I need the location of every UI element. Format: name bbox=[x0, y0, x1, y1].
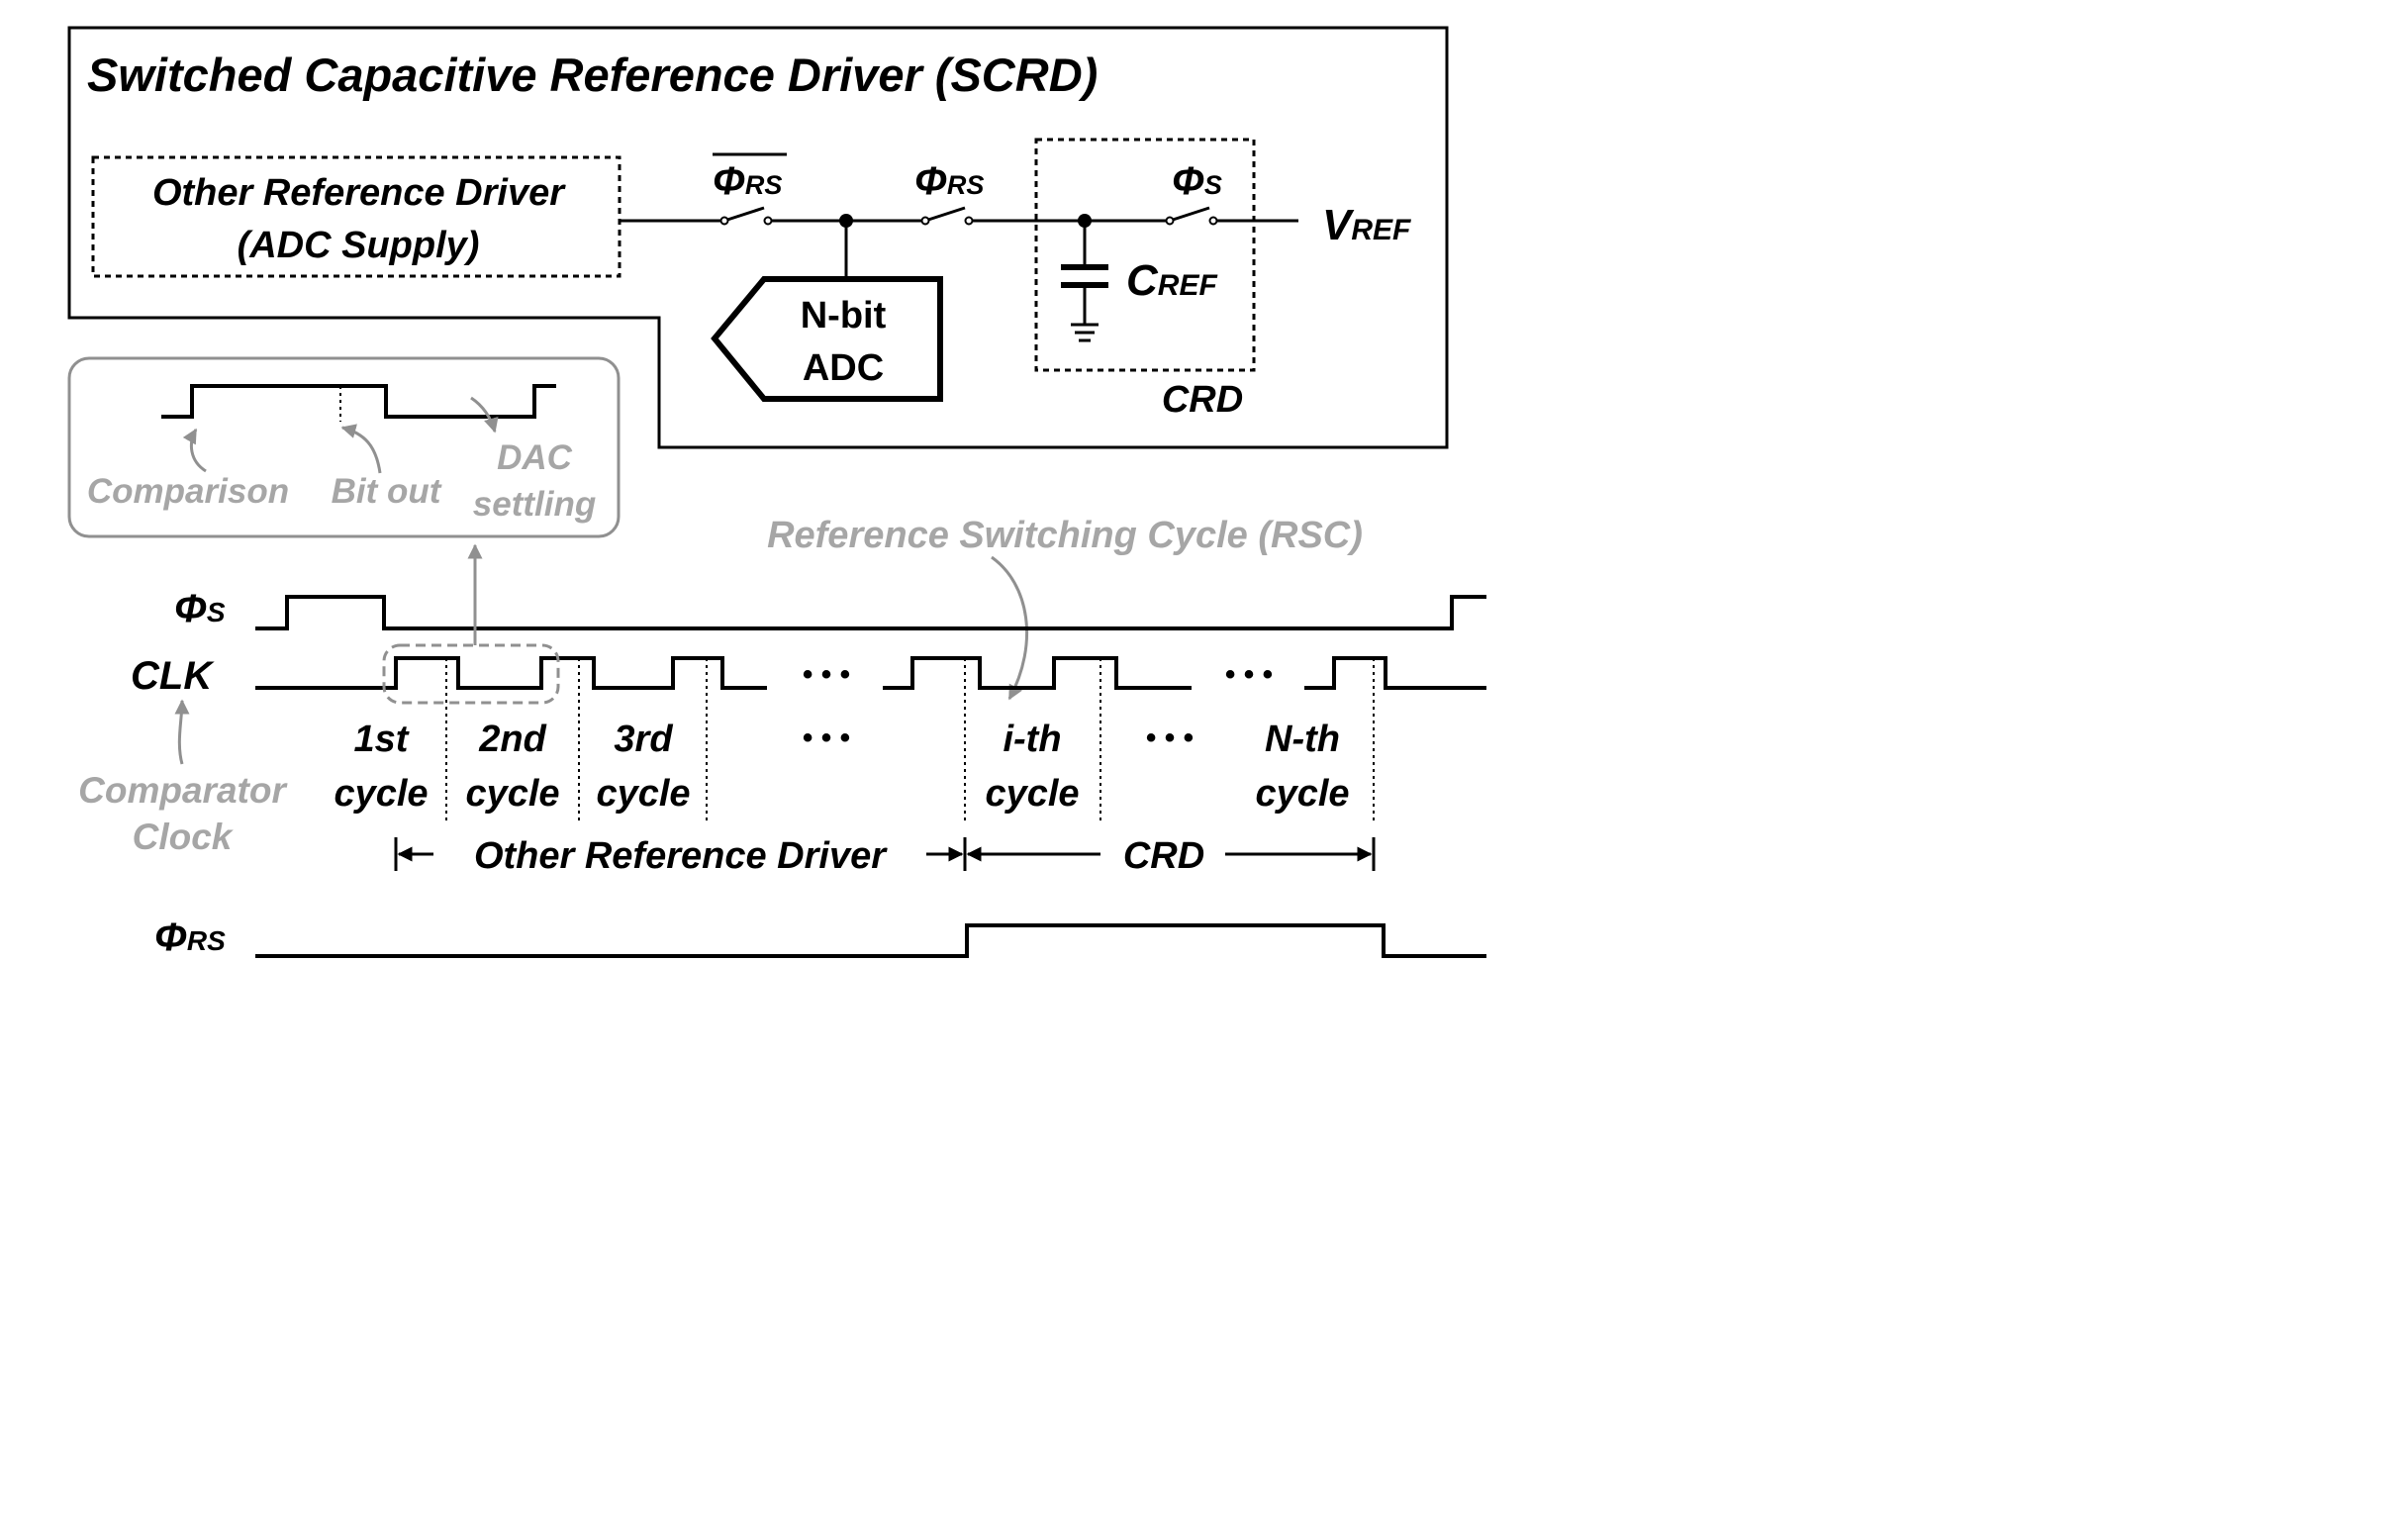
phi-s-signal-label: ΦS bbox=[174, 587, 226, 630]
crd-box bbox=[1034, 138, 1256, 372]
scrd-title: Switched Capacitive Reference Driver (SC… bbox=[87, 48, 1098, 101]
inset-waveform bbox=[161, 384, 556, 419]
cref-label: CREF bbox=[1126, 256, 1217, 305]
phi-rs-waveform bbox=[255, 923, 1486, 958]
adc-label-line1: N-bit bbox=[801, 295, 887, 337]
bit-out-arrow bbox=[340, 424, 382, 474]
cycle-label-bottom: cycle bbox=[596, 773, 690, 815]
dac-label: DAC bbox=[497, 438, 573, 477]
comparison-label: Comparison bbox=[87, 472, 289, 511]
switch-contact bbox=[920, 216, 930, 226]
cycle-label-bottom: cycle bbox=[985, 773, 1079, 815]
adc-label-line2: ADC bbox=[803, 347, 884, 389]
cycle-ellipsis: • • • bbox=[803, 722, 850, 754]
cycle-label-top: 3rd bbox=[614, 719, 673, 760]
switch-contact bbox=[1165, 216, 1175, 226]
clk-waveform bbox=[255, 656, 1486, 690]
clock-label: Clock bbox=[133, 817, 235, 857]
scrd-timing-diagram: Switched Capacitive Reference Driver (SC… bbox=[67, 26, 1486, 959]
highlight-cycle-box bbox=[382, 643, 560, 705]
cycle-label-top: N-th bbox=[1265, 719, 1340, 760]
cycle-label-top: 1st bbox=[354, 719, 410, 760]
crd-label: CRD bbox=[1162, 379, 1243, 421]
switch-contact bbox=[964, 216, 974, 226]
comparator-label: Comparator bbox=[78, 770, 288, 811]
cycle-phase-inset bbox=[67, 356, 621, 538]
comparison-arrow bbox=[182, 428, 207, 473]
rsc-label: Reference Switching Cycle (RSC) bbox=[767, 515, 1363, 556]
phi-rs-bar-label: ΦRS bbox=[713, 159, 782, 203]
switch-phi-rs bbox=[924, 206, 966, 223]
cycle-ellipsis: • • • bbox=[1146, 722, 1194, 754]
clk-ellipsis: • • • bbox=[1225, 658, 1273, 691]
switch-contact bbox=[1208, 216, 1218, 226]
cycle-label-top: i-th bbox=[1003, 719, 1061, 760]
adc-block bbox=[711, 276, 943, 402]
dac-settling-arrow bbox=[470, 396, 499, 433]
cycle-label-bottom: cycle bbox=[1255, 773, 1349, 815]
scrd-frame bbox=[67, 26, 1449, 449]
cycle-label-bottom: cycle bbox=[334, 773, 428, 815]
phi-rs-signal-label: ΦRS bbox=[154, 915, 226, 959]
cycle-label-bottom: cycle bbox=[465, 773, 559, 815]
switch-contact bbox=[763, 216, 773, 226]
other-driver-label: Other Reference Driver bbox=[152, 172, 566, 214]
rsc-arrow bbox=[991, 555, 1028, 701]
phi-rs-label: ΦRS bbox=[914, 159, 984, 203]
other-reference-driver-box bbox=[91, 155, 621, 278]
clk-ellipsis: • • • bbox=[803, 658, 850, 691]
switch-contact bbox=[719, 216, 729, 226]
bit-out-label: Bit out bbox=[332, 472, 442, 511]
switch-phi-rs-bar bbox=[723, 206, 765, 223]
clk-signal-label: CLK bbox=[131, 654, 215, 698]
vref-label: VREF bbox=[1322, 201, 1411, 249]
adc-supply-label: (ADC Supply) bbox=[238, 225, 480, 266]
switch-phi-s bbox=[1169, 206, 1210, 223]
settling-label: settling bbox=[473, 485, 596, 524]
comparator-clock-arrow bbox=[174, 699, 190, 765]
cycle-label-top: 2nd bbox=[478, 719, 546, 760]
span-crd-label: CRD bbox=[1123, 835, 1204, 877]
phi-s-label: ΦS bbox=[1172, 159, 1222, 203]
phi-s-waveform bbox=[255, 595, 1486, 630]
span-other-label: Other Reference Driver bbox=[474, 835, 888, 877]
